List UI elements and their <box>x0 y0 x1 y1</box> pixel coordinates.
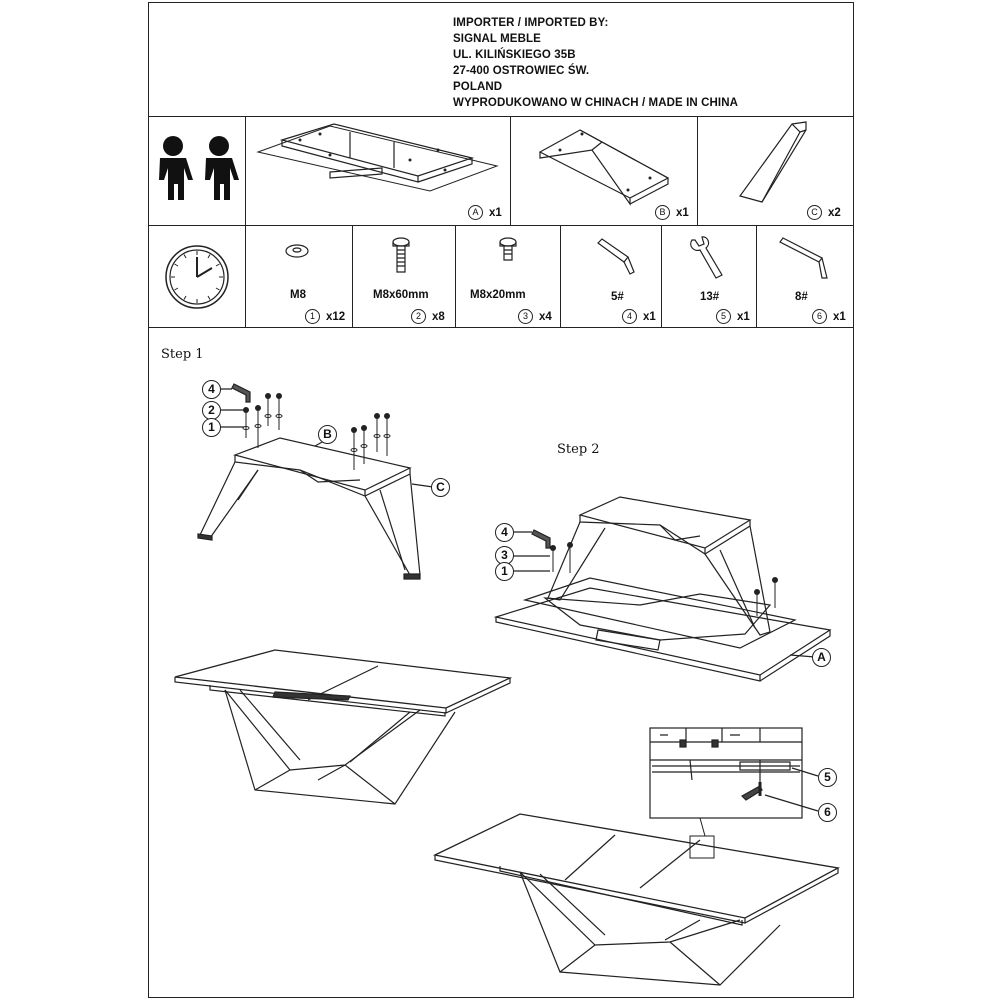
wrench-icon <box>690 236 723 279</box>
importer-line: IMPORTER / IMPORTED BY: <box>453 17 609 29</box>
hardware-caption: 3 x4 <box>518 309 552 324</box>
frame-part-b-illustration <box>538 129 670 206</box>
tabletop-part-a-illustration <box>256 123 499 192</box>
bolt-m8x20-icon <box>499 237 517 261</box>
importer-line: SIGNAL MEBLE <box>453 33 541 45</box>
detail-panel-illustration <box>649 727 819 819</box>
divider <box>455 225 456 327</box>
importer-block: IMPORTER / IMPORTED BY: SIGNAL MEBLE UL.… <box>453 15 738 111</box>
step1-frame-illustration <box>197 383 434 580</box>
callout-4: 4 <box>495 523 514 542</box>
callout-6: 6 <box>818 803 837 822</box>
part-qty: x2 <box>828 206 841 219</box>
hardware-number: 6 <box>812 309 827 324</box>
callout-4: 4 <box>202 380 221 399</box>
hardware-caption: 2 x8 <box>411 309 445 324</box>
importer-line: UL. KILIŃSKIEGO 35B <box>453 49 576 61</box>
hardware-number: 3 <box>518 309 533 324</box>
allen-key-5-icon <box>597 238 635 275</box>
part-caption-b: B x1 <box>655 205 689 220</box>
part-caption-c: C x2 <box>807 205 841 220</box>
importer-line: WYPRODUKOWANO W CHINACH / MADE IN CHINA <box>453 97 738 109</box>
hardware-name: M8x20mm <box>470 289 526 301</box>
importer-line: 27-400 OSTROWIEC ŚW. <box>453 65 590 77</box>
part-letter: B <box>655 205 670 220</box>
callout-b: B <box>318 425 337 444</box>
washer-icon <box>285 244 309 258</box>
hardware-number: 2 <box>411 309 426 324</box>
hardware-caption: 6 x1 <box>812 309 846 324</box>
step-2-label: Step 2 <box>557 442 600 457</box>
divider <box>697 116 698 225</box>
hardware-qty: x12 <box>326 310 346 323</box>
part-letter: A <box>468 205 483 220</box>
part-qty: x1 <box>489 206 502 219</box>
part-caption-a: A x1 <box>468 205 502 220</box>
hardware-number: 4 <box>622 309 637 324</box>
hardware-caption: 4 x1 <box>622 309 656 324</box>
hardware-qty: x8 <box>432 310 445 323</box>
divider <box>149 327 853 328</box>
divider <box>149 116 853 117</box>
hardware-qty: x1 <box>833 310 846 323</box>
extended-table-illustration <box>432 813 840 986</box>
clock-icon <box>165 245 229 309</box>
hardware-qty: x1 <box>643 310 656 323</box>
hardware-caption: 1 x12 <box>305 309 345 324</box>
part-qty: x1 <box>676 206 689 219</box>
divider <box>245 116 246 327</box>
step-1-label: Step 1 <box>161 347 204 362</box>
hardware-name: 8# <box>795 291 808 303</box>
allen-key-8-icon <box>779 237 828 279</box>
divider <box>661 225 662 327</box>
hardware-name: 5# <box>611 291 624 303</box>
hardware-qty: x1 <box>737 310 750 323</box>
two-person-icon <box>159 136 239 200</box>
divider <box>352 225 353 327</box>
instruction-sheet: IMPORTER / IMPORTED BY: SIGNAL MEBLE UL.… <box>148 2 854 998</box>
hardware-number: 5 <box>716 309 731 324</box>
hardware-name: 13# <box>700 291 720 303</box>
hardware-name: M8 <box>290 289 306 301</box>
divider <box>149 225 853 226</box>
divider <box>756 225 757 327</box>
hardware-number: 1 <box>305 309 320 324</box>
callout-1: 1 <box>495 562 514 581</box>
callout-a: A <box>812 648 831 667</box>
bolt-m8x60-icon <box>392 237 410 273</box>
hardware-name: M8x60mm <box>373 289 429 301</box>
importer-line: POLAND <box>453 81 503 93</box>
callout-5: 5 <box>818 768 837 787</box>
step2-assembly-illustration <box>493 496 832 682</box>
hardware-caption: 5 x1 <box>716 309 750 324</box>
callout-1: 1 <box>202 418 221 437</box>
leg-part-c-illustration <box>739 121 807 203</box>
divider <box>510 116 511 225</box>
closed-table-illustration <box>174 649 513 805</box>
hardware-qty: x4 <box>539 310 552 323</box>
part-letter: C <box>807 205 822 220</box>
callout-c: C <box>431 478 450 497</box>
divider <box>560 225 561 327</box>
